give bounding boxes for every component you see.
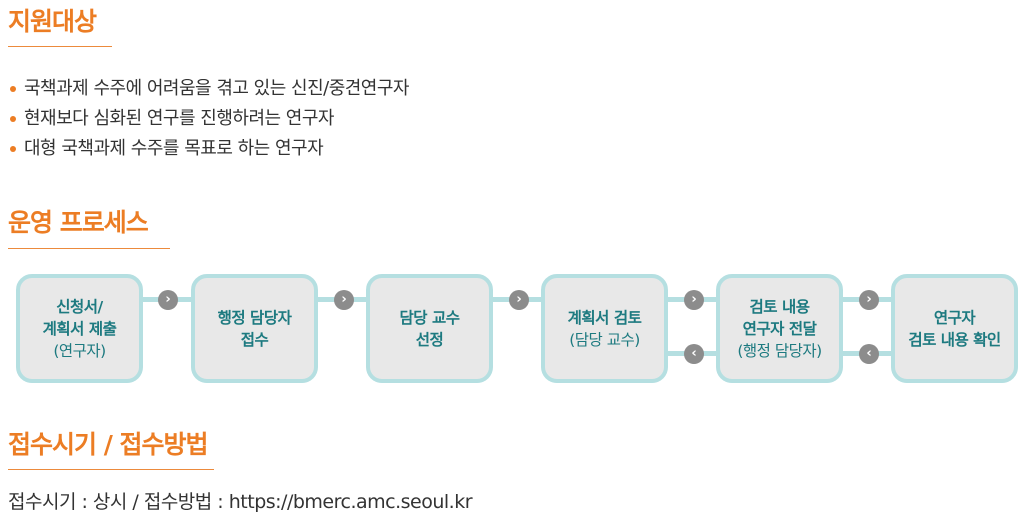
section-title-process: 운영 프로세스 [8,208,149,237]
chevron-right-icon: › [684,290,704,310]
apply-info: 접수시기 : 상시 / 접수방법 : https://bmerc.amc.seo… [8,487,473,514]
step-title-line: 계획서 검토 [567,308,642,327]
process-flow: › › › › ‹ › ‹ 신청서/ 계획서 제출 (연구자) 행정 담당자 접… [16,274,1024,384]
title-underline [8,248,170,249]
section-title-apply: 접수시기 / 접수방법 [8,430,209,459]
step-title-line: 담당 교수 [399,308,460,327]
title-underline [8,46,112,47]
process-step-1: 신청서/ 계획서 제출 (연구자) [16,274,143,383]
step-title-line: 신청서/ [56,297,103,316]
step-subtitle: (연구자) [53,341,106,360]
title-underline [8,469,214,470]
chevron-left-icon: ‹ [684,344,704,364]
step-title-line: 선정 [415,330,444,349]
chevron-right-icon: › [158,290,178,310]
chevron-right-icon: › [859,290,879,310]
target-bullet-list: 국책과제 수주에 어려움을 겪고 있는 신진/중견연구자 현재보다 심화된 연구… [10,74,410,164]
step-title-line: 연구자 [933,308,976,327]
step-title-line: 연구자 전달 [742,319,817,338]
step-title-line: 접수 [240,330,269,349]
list-item: 현재보다 심화된 연구를 진행하려는 연구자 [10,104,409,134]
list-item: 대형 국책과제 수주를 목표로 하는 연구자 [10,134,409,164]
step-title-line: 행정 담당자 [217,308,292,327]
bullet-dot-icon [10,86,16,92]
step-title-line: 계획서 제출 [42,319,117,338]
bullet-dot-icon [10,116,16,122]
bullet-text: 국책과제 수주에 어려움을 겪고 있는 신진/중견연구자 [24,78,410,99]
process-step-3: 담당 교수 선정 [366,274,493,383]
process-step-6: 연구자 검토 내용 확인 [891,274,1018,383]
chevron-right-icon: › [509,290,529,310]
process-step-2: 행정 담당자 접수 [191,274,318,383]
process-step-5: 검토 내용 연구자 전달 (행정 담당자) [716,274,843,383]
process-step-4: 계획서 검토 (담당 교수) [541,274,668,383]
bullet-dot-icon [10,146,16,152]
step-subtitle: (담당 교수) [569,330,640,349]
section-title-target: 지원대상 [8,7,97,36]
apply-info-text: 접수시기 : 상시 / 접수방법 : [8,491,229,513]
apply-url-link[interactable]: https://bmerc.amc.seoul.kr [228,491,473,513]
list-item: 국책과제 수주에 어려움을 겪고 있는 신진/중견연구자 [10,74,410,104]
step-title-line: 검토 내용 [749,297,810,316]
step-subtitle: (행정 담당자) [737,341,822,360]
step-title-line: 검토 내용 확인 [908,330,1001,349]
bullet-text: 대형 국책과제 수주를 목표로 하는 연구자 [24,138,324,159]
bullet-text: 현재보다 심화된 연구를 진행하려는 연구자 [24,108,334,129]
chevron-left-icon: ‹ [859,344,879,364]
chevron-right-icon: › [334,290,354,310]
